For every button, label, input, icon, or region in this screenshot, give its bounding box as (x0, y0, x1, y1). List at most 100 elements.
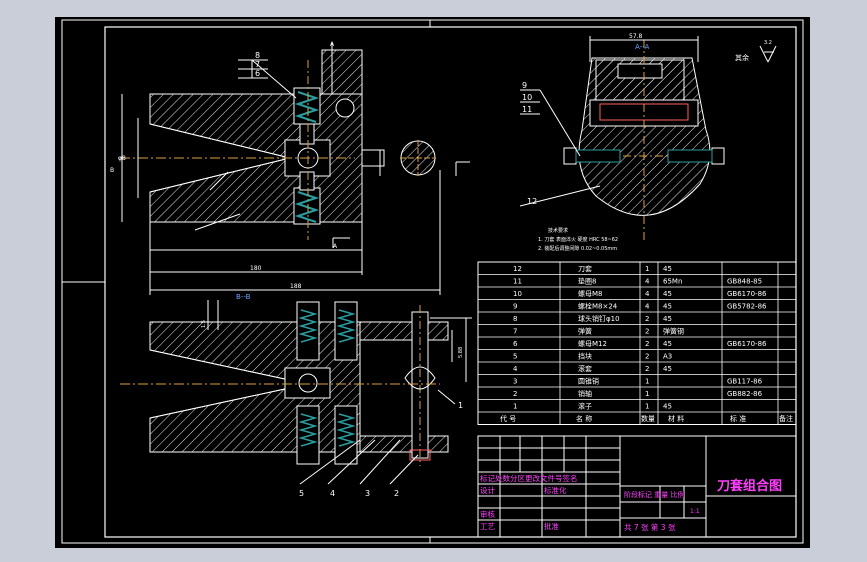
title-block (477, 435, 797, 538)
bom-cell-qty: 2 (645, 315, 649, 323)
bom-cell-qty: 1 (645, 390, 649, 398)
dim-phi: φ8 (118, 155, 126, 162)
bom-cell-no: 10 (513, 290, 522, 298)
bom-cell-no: 11 (513, 278, 522, 286)
bom-cell-name: 挡块 (578, 352, 592, 361)
scale-value: 1:1 (690, 508, 700, 515)
bom-cell-standard: GB848-85 (727, 278, 762, 286)
design-label: 设计 (480, 485, 495, 495)
bom-cell-material: 弹簧钢 (663, 327, 684, 336)
bom-cell-no: 5 (513, 353, 517, 361)
rev-row: 标记处数分区更改文件号签名 (480, 473, 578, 483)
bom-cell-qty: 1 (645, 378, 649, 386)
bb-section-view (120, 300, 472, 485)
balloon-5: 5 (299, 489, 304, 498)
bom-cell-name: 销轴 (578, 389, 592, 398)
balloon-7: 7 (255, 60, 260, 69)
balloon-8: 8 (255, 51, 260, 60)
balloon-11: 11 (522, 105, 532, 114)
tech-title: 技术要求 (548, 227, 568, 234)
section-bb-label: B--B (236, 293, 251, 301)
bom-cell-material: 45 (663, 303, 672, 311)
bom-cell-material: 65Mn (663, 278, 682, 286)
dim-len-mid: 180 (250, 265, 262, 272)
bom-cell-no: 2 (513, 390, 517, 398)
aa-section-view (519, 36, 777, 240)
tech-item-1: 1. 刀套 表面淬火 硬度 HRC 58~62 (538, 236, 618, 243)
roughness-label: 其余 (735, 53, 749, 62)
main-section-view (120, 42, 470, 295)
bom-cell-no: 3 (513, 378, 517, 386)
bom-cell-qty: 2 (645, 353, 649, 361)
marker-a-top: A (330, 41, 335, 48)
bom-cell-standard: GB882-86 (727, 390, 763, 398)
bom-cell-material: 45 (663, 265, 672, 273)
bom-cell-qty: 4 (645, 290, 650, 298)
bom-cell-no: 9 (513, 303, 517, 311)
bom-cell-qty: 1 (645, 403, 649, 411)
marker-a-bottom: A (333, 243, 338, 250)
dim-b: B (110, 167, 114, 174)
bom-cell-standard: GB6170-86 (727, 290, 767, 298)
bom-cell-qty: 4 (645, 278, 650, 286)
dim-len-total: 188 (290, 283, 302, 290)
balloon-4: 4 (330, 489, 335, 498)
approve-label: 批准 (544, 521, 559, 531)
balloon-6: 6 (255, 69, 260, 78)
dim-small-b: 5.88 (458, 347, 464, 358)
bom-cell-material: A3 (663, 353, 672, 361)
bom-cell-standard: GB5782-86 (727, 303, 767, 311)
bom-cell-material: 45 (663, 340, 672, 348)
bom-header-standard: 标 准 (730, 414, 746, 423)
bom-header-name: 名 称 (576, 414, 592, 423)
bom-cell-qty: 1 (645, 265, 649, 273)
bom-header-material: 材 料 (668, 414, 684, 423)
roughness-value: 3.2 (764, 40, 772, 46)
drawing-title: 刀套组合图 (717, 478, 782, 494)
check-label: 审核 (480, 509, 495, 519)
bom-cell-no: 6 (513, 340, 518, 348)
bom-cell-qty: 2 (645, 365, 649, 373)
bom-cell-standard: GB6170-86 (727, 340, 767, 348)
bom-cell-no: 1 (513, 403, 517, 411)
bom-cell-name: 弹簧 (578, 327, 592, 336)
process-label: 工艺 (480, 522, 495, 531)
bom-cell-qty: 2 (645, 328, 649, 336)
bom-cell-standard: GB117-86 (727, 378, 763, 386)
stage-label: 阶段标记 重量 比例 (624, 490, 684, 499)
bom-cell-no: 8 (513, 315, 517, 323)
bom-cell-no: 7 (513, 328, 517, 336)
bom-cell-material: 45 (663, 365, 672, 373)
bom-cell-name: 滚子 (578, 402, 592, 411)
bom-cell-material: 45 (663, 403, 672, 411)
bom-cell-qty: 4 (645, 303, 650, 311)
bom-cell-name: 滚套 (578, 364, 592, 373)
balloon-2: 2 (394, 489, 399, 498)
bom-header-remark: 备注 (779, 414, 793, 423)
bom-cell-name: 刀套 (578, 264, 592, 273)
section-aa-label: A--A (635, 43, 650, 51)
bom-cell-name: 垫圈8 (578, 277, 596, 286)
balloon-10: 10 (522, 93, 532, 102)
balloon-12: 12 (527, 197, 537, 206)
bom-cell-no: 12 (513, 265, 522, 273)
bom-cell-name: 螺母M12 (578, 339, 607, 348)
bom-cell-name: 螺栓M8×24 (578, 302, 618, 311)
bom-cell-no: 4 (513, 365, 518, 373)
bom-cell-material: 45 (663, 290, 672, 298)
balloon-9: 9 (522, 81, 527, 90)
bom-cell-qty: 2 (645, 340, 649, 348)
balloon-1: 1 (458, 401, 463, 410)
bom-header-qty: 数量 (641, 414, 655, 423)
dim-small-a: 1.5 (201, 320, 207, 328)
std-label: 标准化 (544, 485, 567, 495)
bom-cell-name: 螺母M8 (578, 289, 603, 298)
sheets-label: 共 7 张 第 3 张 (624, 522, 676, 532)
bom-cell-material: 45 (663, 315, 672, 323)
bom-cell-name: 球头销钉φ10 (578, 314, 620, 323)
dim-top-width: 57.8 (629, 33, 643, 40)
tech-item-2: 2. 装配后调整间隙 0.02~0.05mm (538, 245, 617, 252)
bom-cell-name: 圆锥销 (578, 377, 599, 386)
